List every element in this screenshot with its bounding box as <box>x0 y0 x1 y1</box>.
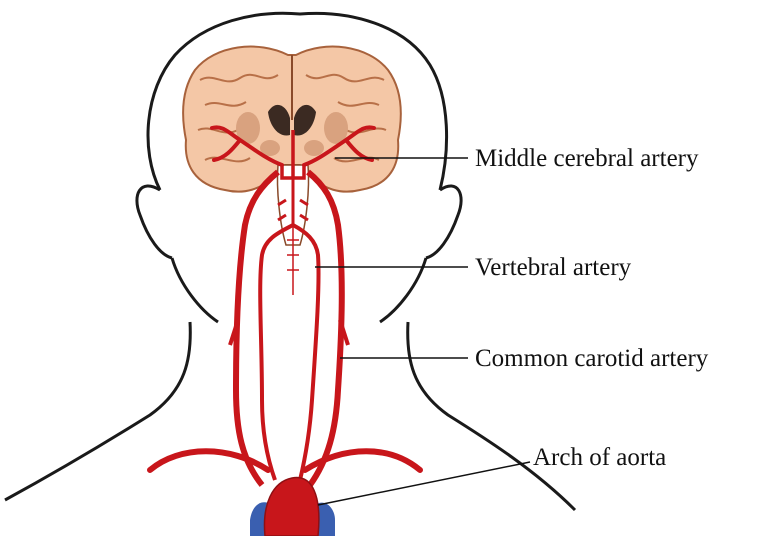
left-ear <box>137 186 172 258</box>
common-carotid-artery-right <box>308 172 342 485</box>
label-vertebral-artery: Vertebral artery <box>475 255 631 280</box>
common-carotid-artery-left <box>236 172 278 485</box>
leader-arch-of-aorta <box>318 462 530 505</box>
label-common-carotid-artery: Common carotid artery <box>475 346 708 371</box>
label-arch-of-aorta: Arch of aorta <box>533 445 666 470</box>
right-ear <box>426 186 461 258</box>
label-middle-cerebral-artery: Middle cerebral artery <box>475 146 699 171</box>
arch-of-aorta <box>264 478 318 536</box>
vertebral-artery-left <box>260 225 293 480</box>
vertebral-artery-right <box>293 225 319 480</box>
